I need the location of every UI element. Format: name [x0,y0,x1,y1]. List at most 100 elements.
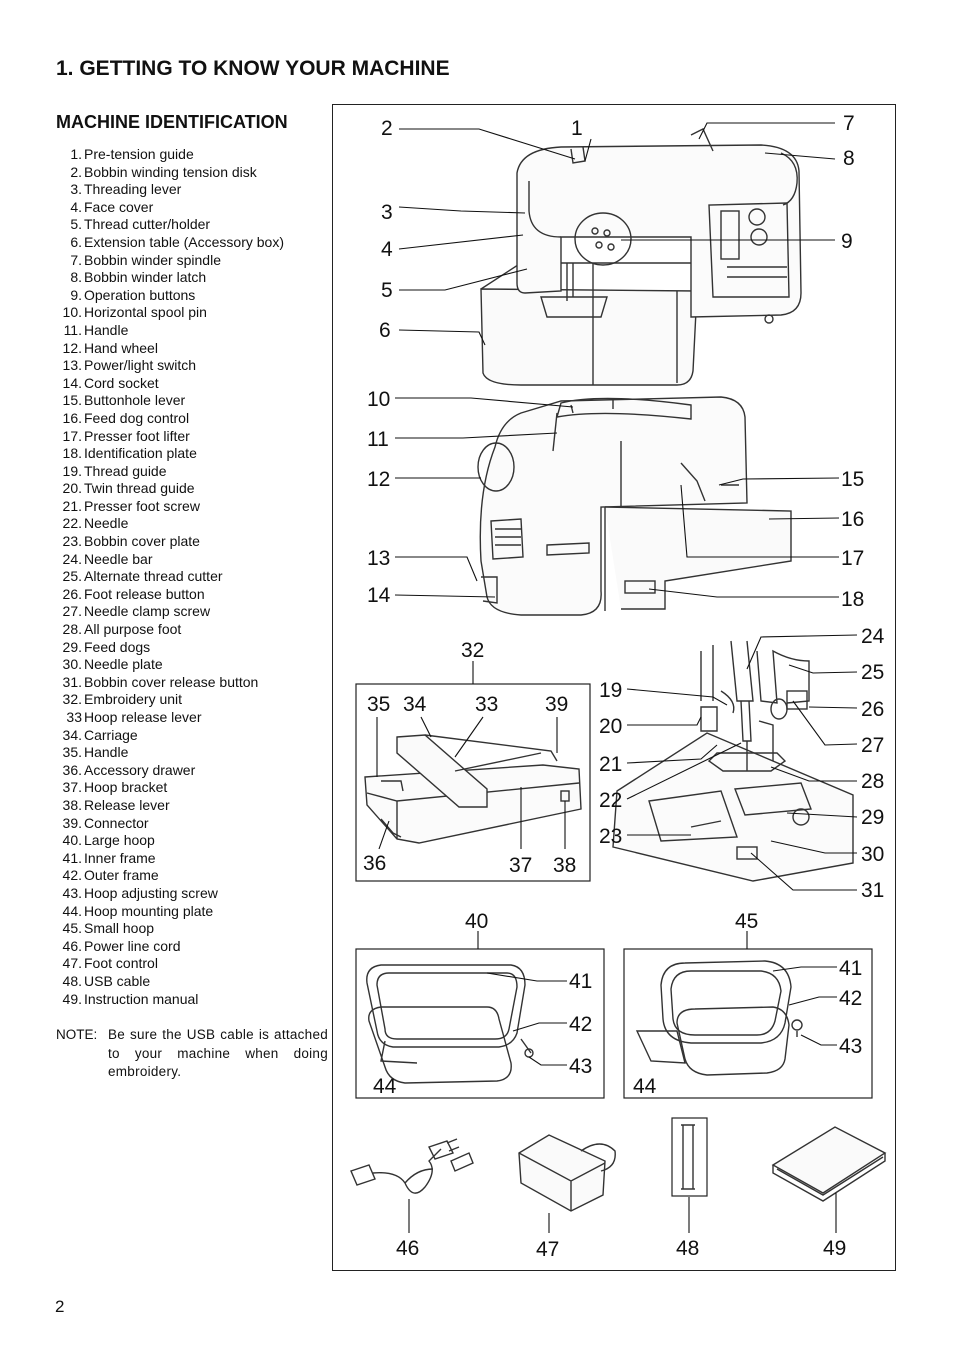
callout-31: 31 [861,879,884,902]
part-number: 15. [62,392,82,409]
callout-21: 21 [599,753,622,776]
callout-24: 24 [861,625,885,648]
large-hoop-illustration [355,948,605,1099]
part-list-item: 18.Identification plate [56,445,328,463]
callout-3: 3 [381,201,393,224]
part-number: 3. [70,181,82,198]
part-number: 6. [70,233,82,250]
part-list-item: 23.Bobbin cover plate [56,533,328,551]
part-list-item: 5.Thread cutter/holder [56,216,328,234]
part-list-item: 30.Needle plate [56,656,328,674]
part-label: Handle [84,321,129,338]
callout-11: 11 [367,428,389,451]
page-title: 1. GETTING TO KNOW YOUR MACHINE [56,57,450,80]
part-label: Hand wheel [84,339,158,356]
part-number: 48. [62,972,82,989]
part-list-item: 4.Face cover [56,199,328,217]
part-number: 20. [62,480,82,497]
callout-27: 27 [861,734,884,757]
part-list-item: 21.Presser foot screw [56,498,328,516]
part-label: Horizontal spool pin [84,304,207,321]
callout-42: 42 [569,1013,592,1036]
callout-8: 8 [843,147,855,170]
sewing-machine-rear-illustration [477,396,792,616]
note-label: NOTE: [56,1027,98,1042]
callout-26: 26 [861,698,884,721]
callout-2: 2 [381,117,393,140]
embroidery-unit-illustration [355,683,591,882]
part-number: 42. [62,867,82,884]
callout-44-small: 44 [633,1075,657,1098]
part-number: 45. [62,920,82,937]
part-label: Needle plate [84,656,163,673]
part-list-item: 10.Horizontal spool pin [56,304,328,322]
callout-18: 18 [841,588,864,611]
part-list-item: 12.Hand wheel [56,340,328,358]
part-label: Feed dog control [84,409,190,426]
part-list-item: 28.All purpose foot [56,621,328,639]
part-label: USB cable [84,972,151,989]
callout-28: 28 [861,770,884,793]
part-number: 38. [62,796,82,813]
callout-14: 14 [367,584,391,607]
part-number: 13. [62,357,82,374]
part-list-item: 7.Bobbin winder spindle [56,252,328,270]
part-list-item: 6.Extension table (Accessory box) [56,234,328,252]
page-number: 2 [55,1297,65,1316]
part-label: Operation buttons [84,286,196,303]
part-label: All purpose foot [84,621,182,638]
part-label: Handle [84,744,129,761]
part-list-item: 1.Pre-tension guide [56,146,328,164]
callout-47: 47 [536,1238,559,1261]
part-list-item: 22.Needle [56,515,328,533]
part-label: Instruction manual [84,990,199,1007]
part-number: 5. [70,216,82,233]
part-list-item: 39.Connector [56,815,328,833]
callout-42-small: 42 [839,987,862,1010]
part-number: 28. [62,621,82,638]
part-number: 47. [62,955,82,972]
callout-39: 39 [545,693,568,716]
part-list-item: 14.Cord socket [56,375,328,393]
part-number: 32. [62,691,82,708]
part-label: Bobbin cover plate [84,533,200,550]
part-number: 21. [62,497,82,514]
part-list-item: 49.Instruction manual [56,991,328,1009]
part-label: Inner frame [84,849,156,866]
callout-29: 29 [861,806,884,829]
part-number: 8. [70,269,82,286]
part-number: 49. [62,990,82,1007]
part-number: 11. [63,321,82,338]
part-number: 43. [62,884,82,901]
part-list-item: 3.Threading lever [56,181,328,199]
part-list-item: 25.Alternate thread cutter [56,568,328,586]
sewing-machine-front-illustration [480,128,802,386]
callout-5: 5 [381,279,393,302]
part-label: Needle bar [84,550,153,567]
callout-44: 44 [373,1075,397,1098]
part-list-item: 45.Small hoop [56,920,328,938]
callout-30: 30 [861,843,884,866]
part-label: Hoop bracket [84,779,168,796]
part-label: Release lever [84,796,170,813]
part-list-item: 17.Presser foot lifter [56,428,328,446]
part-number: 9. [70,286,82,303]
needle-area-illustration [612,640,854,882]
part-number: 35. [62,744,82,761]
callout-22: 22 [599,789,622,812]
part-label: Embroidery unit [84,691,183,708]
part-label: Presser foot screw [84,497,200,514]
part-list-item: 29.Feed dogs [56,639,328,657]
callout-40: 40 [465,910,488,933]
callout-13: 13 [367,547,390,570]
callout-43: 43 [569,1055,592,1078]
part-number: 40. [62,832,82,849]
part-number: 29. [62,638,82,655]
part-number: 27. [62,603,82,620]
part-list-item: 37.Hoop bracket [56,779,328,797]
part-label: Buttonhole lever [84,392,186,409]
part-list-item: 31.Bobbin cover release button [56,674,328,692]
callout-33: 33 [475,693,498,716]
part-label: Identification plate [84,445,197,462]
callout-9: 9 [841,230,853,253]
